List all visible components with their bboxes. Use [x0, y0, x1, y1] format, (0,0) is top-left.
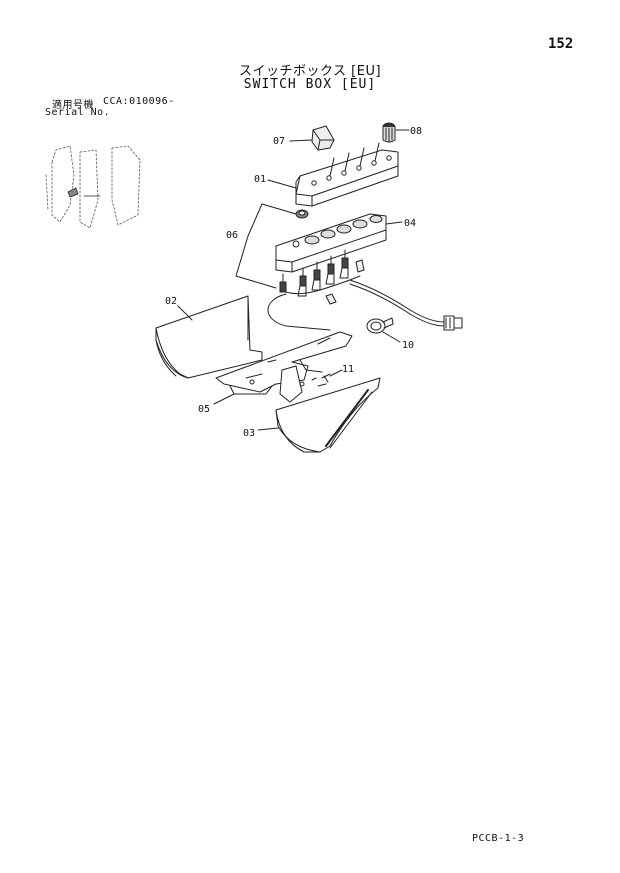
part-05-bracket [215, 331, 353, 403]
part-washer [295, 209, 309, 219]
leader-05 [213, 393, 235, 405]
callout-05: 05 [198, 404, 210, 415]
part-10-clamp [366, 317, 394, 334]
title-english: SWITCH BOX [EU] [243, 77, 377, 92]
serial-label-japanese: 適用号機 [52, 100, 94, 111]
callout-08: 08 [410, 126, 422, 137]
callout-02: 02 [165, 296, 177, 307]
part-switches [279, 249, 365, 305]
page-number: 152 [548, 36, 574, 52]
footer-catalog-code: PCCB-1-3 [472, 833, 525, 844]
leader-11 [329, 369, 343, 377]
leader-07 [289, 139, 313, 142]
leader-04 [385, 221, 403, 225]
serial-label-english: Serial No. [45, 107, 111, 118]
part-01-panel-cover [295, 142, 399, 207]
part-wire-harness [267, 275, 463, 331]
callout-07: 07 [273, 136, 285, 147]
callout-10: 10 [402, 340, 414, 351]
cab-location-sketch [45, 145, 141, 229]
title-japanese: スイッチボックス [EU] [238, 64, 382, 79]
leader-01 [267, 179, 297, 189]
part-02-cover [155, 295, 263, 379]
part-11-screw [311, 373, 331, 387]
callout-06: 06 [226, 230, 238, 241]
part-04-switch-panel [275, 213, 387, 273]
part-08-knob [382, 122, 396, 143]
leader-10 [382, 331, 401, 343]
leader-06 [235, 203, 297, 289]
callout-01: 01 [254, 174, 266, 185]
part-07-knob [311, 125, 335, 151]
leader-02 [177, 305, 193, 321]
leader-03 [257, 427, 279, 431]
callout-04: 04 [404, 218, 416, 229]
callout-03: 03 [243, 428, 255, 439]
callout-11: 11 [342, 364, 354, 375]
serial-value: CCA:010096- [103, 96, 175, 107]
part-03-side-cover [275, 377, 381, 453]
